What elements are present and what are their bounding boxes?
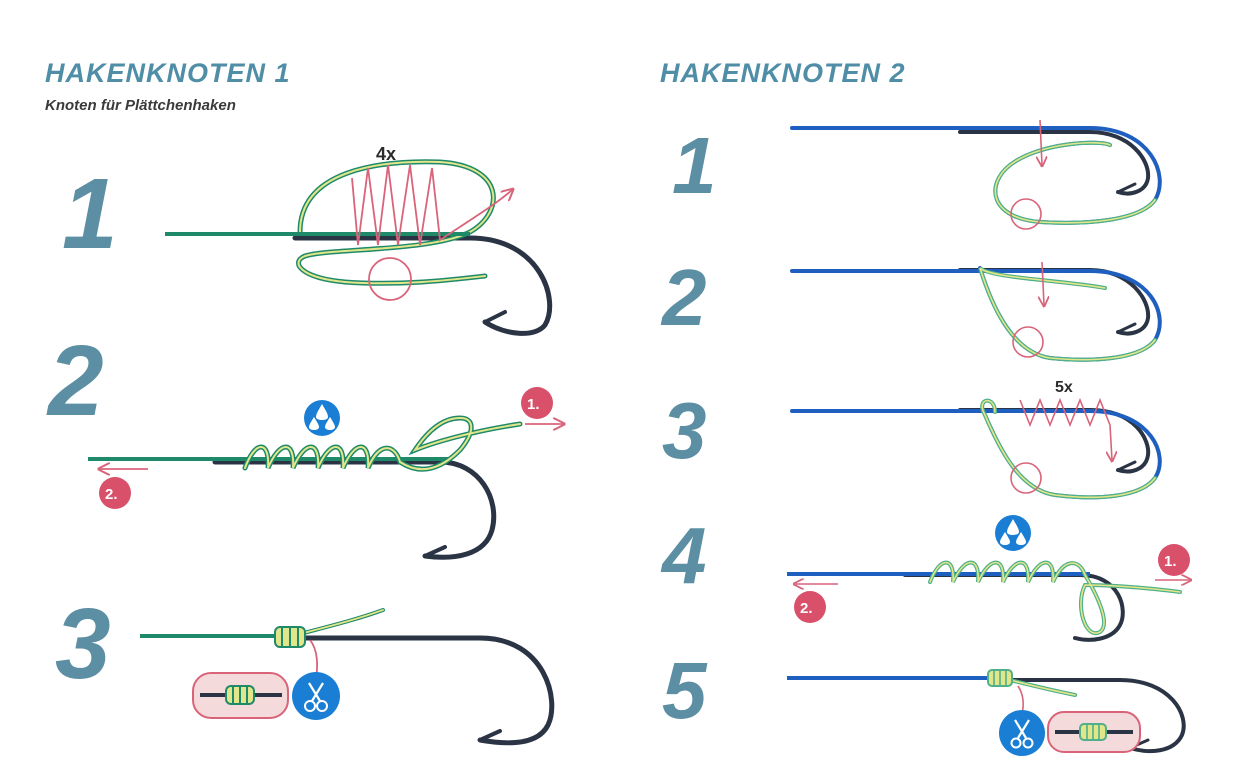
right-step-4-number: 4 <box>660 511 707 600</box>
svg-text:1.: 1. <box>527 396 540 413</box>
hook-barb <box>478 729 502 742</box>
right-step-1-number: 1 <box>672 121 717 210</box>
hook-barb <box>423 545 447 558</box>
tag-end-loop <box>980 398 1157 500</box>
wrap-guide <box>1019 397 1112 460</box>
left-step-3-number: 3 <box>55 588 111 700</box>
right-wrap-count: 5x <box>1055 379 1073 396</box>
left-step-1: 1 4x <box>62 144 553 336</box>
loop-marker <box>368 257 412 301</box>
water-drops-icon <box>995 515 1031 551</box>
tag-end <box>993 140 1157 225</box>
right-step-2: 2 <box>660 253 1162 362</box>
right-title: HAKENKNOTEN 2 <box>660 58 906 88</box>
cut-guide <box>1017 685 1024 715</box>
right-step-2-number: 2 <box>660 253 707 342</box>
arrow-icon <box>1042 261 1044 305</box>
hook <box>903 573 1125 642</box>
loop-marker <box>1012 326 1044 358</box>
left-title: HAKENKNOTEN 1 <box>45 58 291 88</box>
wrap-guide <box>351 164 512 246</box>
right-step-5: 5 <box>662 646 1186 756</box>
hook-barb <box>1116 182 1137 194</box>
left-subtitle: Knoten für Plättchenhaken <box>45 97 236 114</box>
main-line <box>790 266 1162 362</box>
loop-marker <box>1010 462 1042 494</box>
knot-detail-icon <box>1047 711 1141 753</box>
right-step-4: 4 1. 2. <box>660 511 1190 642</box>
water-drops-icon <box>304 400 340 436</box>
hook-barb <box>1116 322 1137 334</box>
left-wrap-count: 4x <box>376 144 396 164</box>
pull-first-badge: 1. <box>1158 544 1190 576</box>
hook-barb <box>483 310 507 324</box>
knot-detail-icon <box>192 672 289 719</box>
svg-text:1.: 1. <box>1164 553 1177 570</box>
hook <box>958 130 1151 196</box>
finished-knot <box>274 626 306 648</box>
hook <box>287 635 555 746</box>
right-step-1: 1 <box>672 119 1162 230</box>
right-step-5-number: 5 <box>662 646 708 735</box>
scissors-icon <box>999 710 1045 756</box>
hook-barb <box>1116 460 1137 472</box>
left-step-1-number: 1 <box>62 158 118 270</box>
main-line <box>790 409 1162 500</box>
left-step-2: 2 1. 2. <box>46 325 563 560</box>
arrow-icon <box>1040 119 1042 165</box>
finished-knot <box>987 669 1013 687</box>
right-step-3-number: 3 <box>662 386 707 475</box>
loop-marker <box>1010 198 1042 230</box>
hook <box>998 678 1186 754</box>
scissors-icon <box>292 672 340 720</box>
svg-text:2.: 2. <box>105 486 118 503</box>
svg-text:2.: 2. <box>800 600 813 617</box>
left-step-3: 3 <box>55 588 555 746</box>
pull-second-badge: 2. <box>794 591 826 623</box>
hook <box>212 459 497 560</box>
left-step-2-number: 2 <box>46 325 104 437</box>
right-step-3: 3 5x <box>662 379 1162 500</box>
pull-second-badge: 2. <box>99 477 131 509</box>
hook <box>292 235 553 336</box>
pull-first-badge: 1. <box>521 387 553 419</box>
